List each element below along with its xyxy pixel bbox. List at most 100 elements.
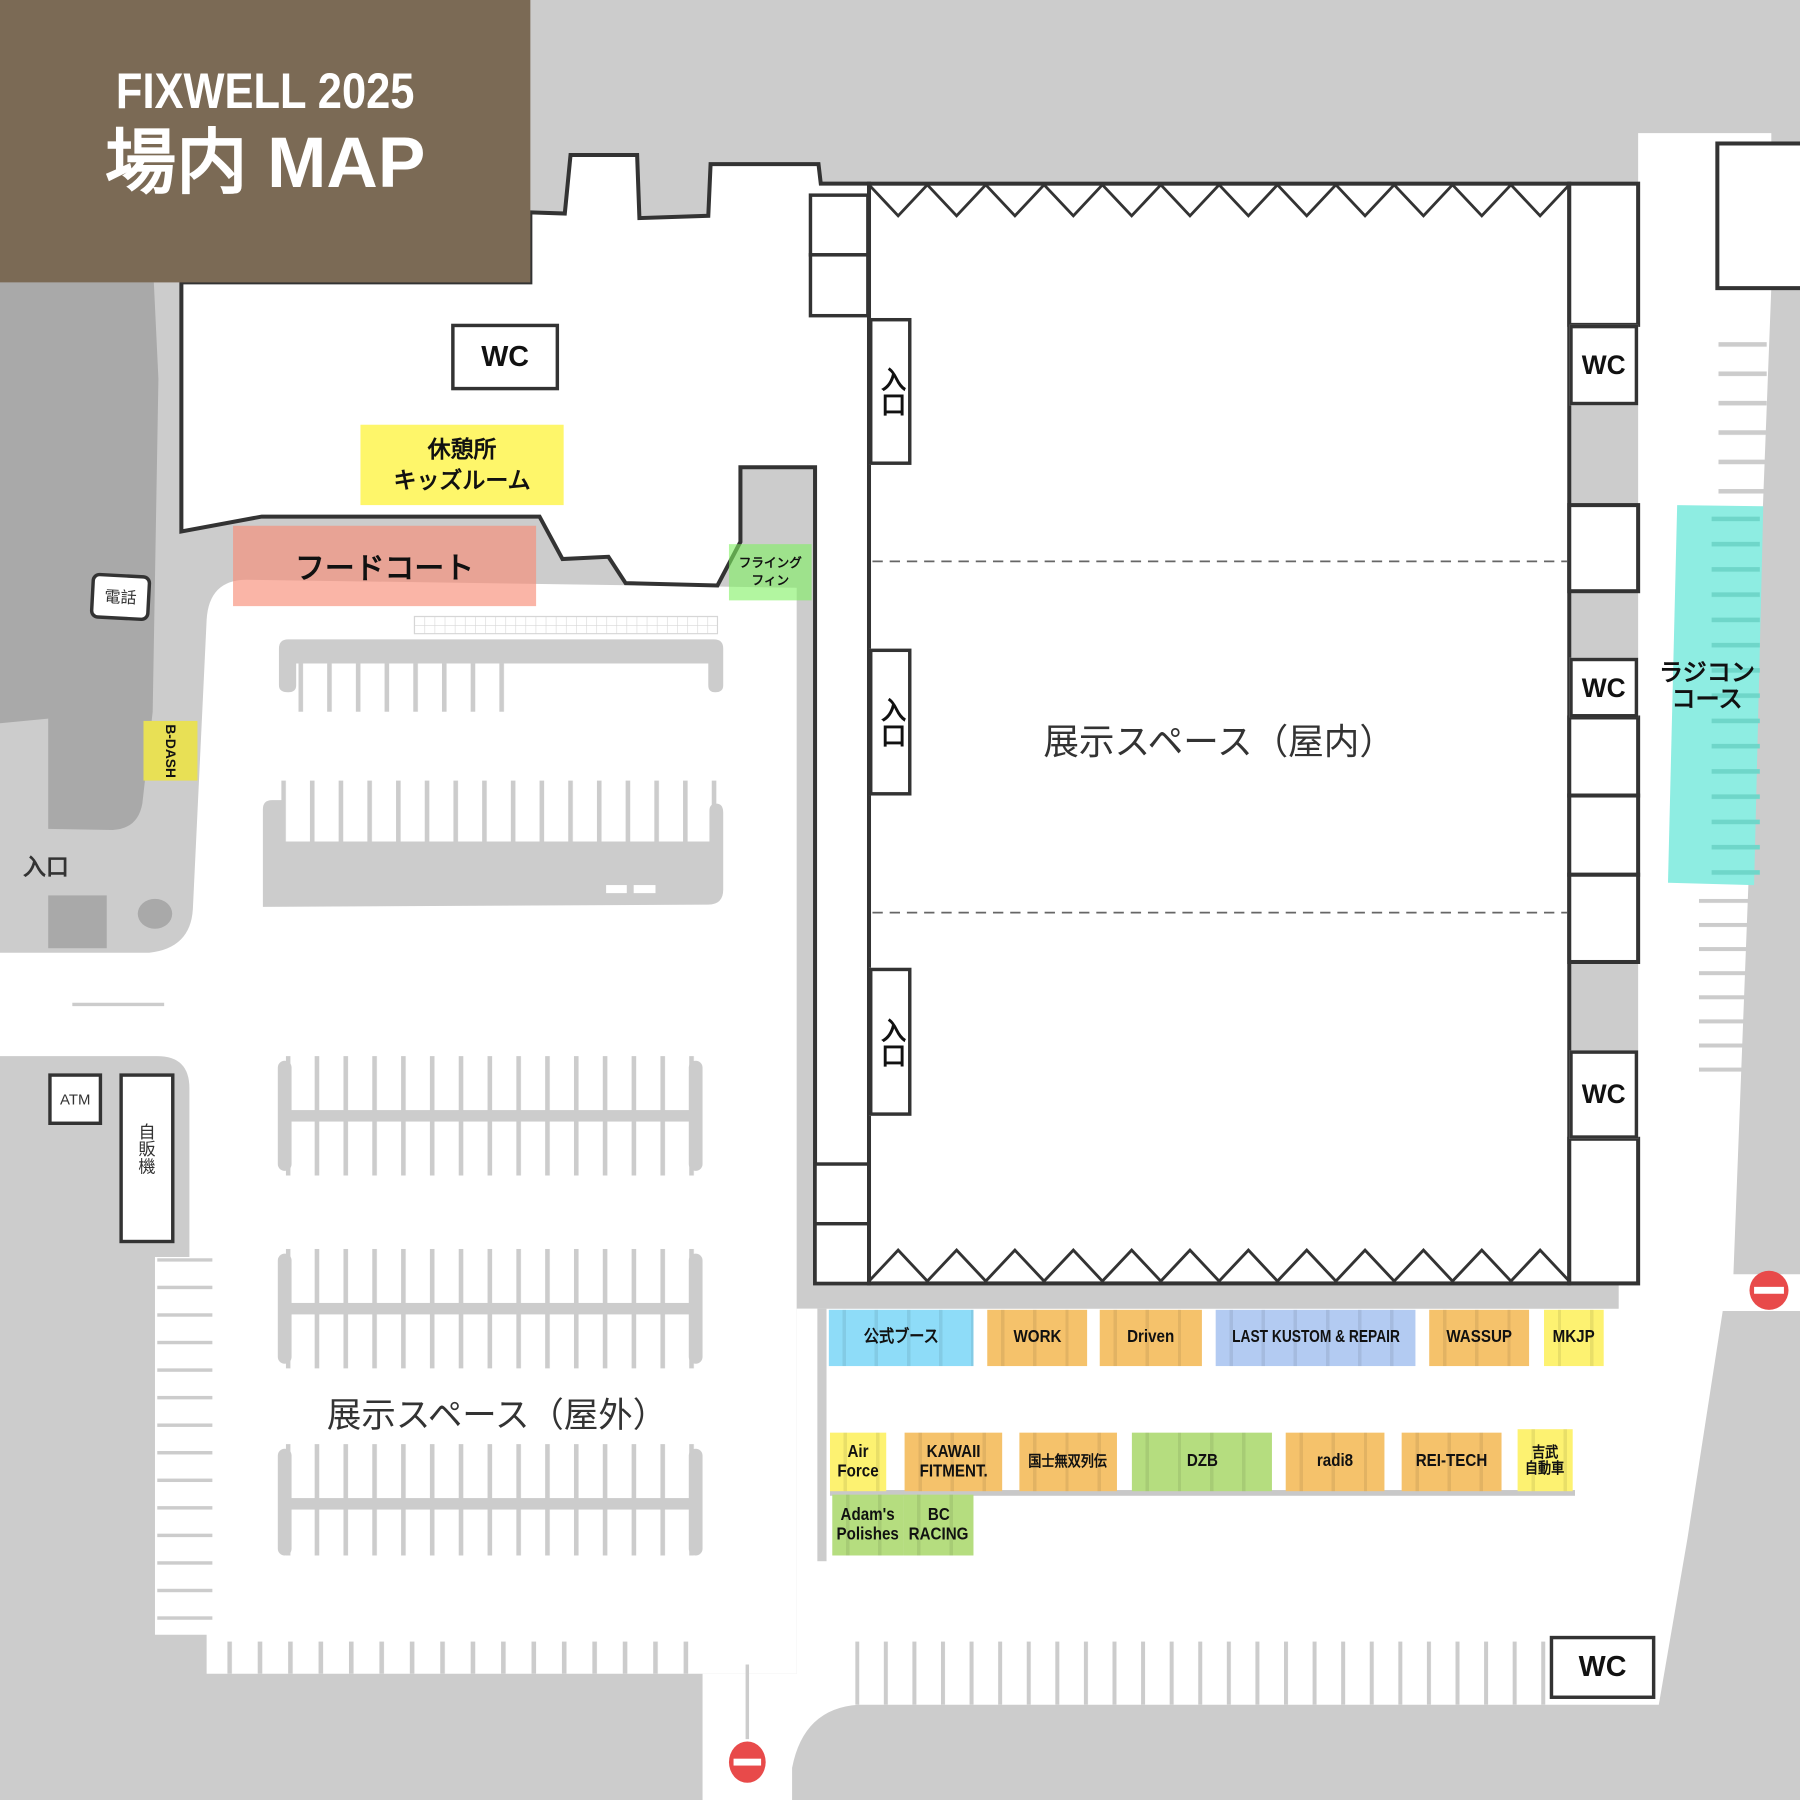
phone-label: 電話 [103,588,138,609]
booth-label: 吉武 [1532,1442,1559,1460]
corridor-room [808,253,870,318]
island-marker [633,885,656,894]
hall-apron [817,1283,1619,1309]
restroom-label: WC [1581,1079,1626,1109]
booth-radi8: radi8 [1285,1432,1385,1492]
hall-entrance-1: 入口 [869,317,912,465]
hall-side-room [1567,872,1641,964]
parking-island-block [262,800,724,907]
hall-restroom-2: WC [1569,657,1639,718]
hall-side-room [1567,793,1641,877]
restroom-building: WC [451,323,560,391]
atm: ATM [48,1073,103,1125]
no-entry-icon [1749,1270,1789,1310]
booth-label: WASSUP [1446,1327,1512,1347]
hall-side-room [1567,715,1641,798]
booth-wassup: WASSUP [1429,1309,1530,1367]
west-round-marker [137,898,173,929]
booth-label: radi8 [1316,1451,1354,1471]
booth-rei-tech: REI-TECH [1401,1432,1502,1492]
restroom-label: WC [1578,1650,1627,1683]
b-dash-label: B-DASH [162,723,179,778]
entrance-label: 入口 [876,366,906,417]
booth-label: Force [837,1460,879,1481]
parking-stalls-row3 [973,1495,1550,1554]
flying-fin-label-1: フライング [738,555,802,571]
booth-label: LAST KUSTOM & REPAIR [1231,1327,1400,1347]
west-square-marker [48,895,107,949]
restroom-label: WC [481,340,530,373]
booth-label: WORK [1013,1327,1062,1347]
hall-side-room [1567,1136,1641,1286]
restroom-label: WC [1581,349,1626,380]
booth-yoshitake-jidosha: 吉武 自動車 [1517,1429,1573,1492]
restroom-label: WC [1581,672,1626,702]
parking-stalls-west [157,1258,213,1626]
entrance-label: 入口 [876,1016,906,1068]
booth-bc-racing: BC RACING [903,1494,974,1556]
booth-official: 公式ブース [828,1309,974,1367]
parking-curb [278,639,724,693]
west-building-block [0,282,159,830]
booth-label: RACING [908,1523,969,1544]
booth-label: 国士無双列伝 [1028,1452,1108,1470]
northeast-building [1715,141,1800,291]
west-entrance: 入口 [11,847,80,881]
booth-label: 自動車 [1525,1459,1565,1477]
parking-island [277,1056,703,1176]
booth-work: WORK [987,1309,1088,1367]
booth-label: Air [847,1441,869,1462]
hall-restroom-3: WC [1569,1050,1639,1139]
hall-restroom-1: WC [1569,324,1639,406]
booth-dzb: DZB [1131,1432,1272,1492]
booth-row-divider [829,1490,1575,1496]
booth-label: 公式ブース [863,1327,939,1347]
no-entry-icon [728,1741,766,1783]
parking-stalls-east [1718,342,1767,494]
booth-label: Adam's [840,1504,895,1525]
booth-label: BC [927,1504,950,1525]
booth-label: MKJP [1552,1327,1595,1347]
lot-divider [817,1308,827,1562]
hall-side-room [1567,503,1641,594]
kids-room-label: キッズルーム [393,466,531,494]
booth-label: DZB [1186,1451,1218,1471]
booth-air-force: Air Force [829,1432,887,1492]
event-title: FIXWELL 2025 [115,63,415,120]
booth-kokushi-musou-retsuden: 国士無双列伝 [1019,1432,1117,1492]
rc-course-markings [1711,516,1760,882]
booth-label: Polishes [836,1523,900,1544]
booth-label: Driven [1127,1327,1175,1347]
outdoor-exhibition-label: 展示スペース（屋外） [326,1395,668,1437]
corridor-room [813,1222,871,1286]
food-court: フードコート [233,525,537,607]
booth-adams-polishes: Adam's Polishes [832,1494,904,1556]
hall-side-room [1567,181,1641,327]
shutter-north [867,182,1571,218]
parking-stalls [298,663,506,712]
flying-fin-booth: フライング フィン [728,544,812,601]
booth-label: KAWAII [926,1441,981,1462]
parking-island [277,1248,703,1369]
booth-label: FITMENT. [919,1460,988,1481]
parking-island [277,1444,703,1556]
corridor-room [808,193,870,257]
facility-building [179,152,872,1286]
booth-driven: Driven [1099,1309,1202,1367]
west-entrance-label: 入口 [22,852,69,880]
parking-stalls-east [1698,898,1749,1074]
vending-machine: 自販機 [119,1073,175,1244]
phone-booth: 電話 [89,572,152,622]
parking-stalls-bottom [227,1641,689,1674]
indoor-exhibition-label: 展示スペース（屋内） [1043,721,1395,763]
shutter-south [867,1248,1571,1284]
atm-label: ATM [59,1090,91,1108]
booth-kawaii-fitment: KAWAII FITMENT. [904,1432,1003,1492]
parking-stalls [281,780,718,844]
parking-stalls-south [855,1641,1548,1705]
restroom-south: WC [1549,1635,1656,1699]
corridor-room [813,1162,871,1226]
booth-last-kustom-repair: LAST KUSTOM & REPAIR [1215,1309,1416,1367]
vending-machine-label: 自販機 [136,1122,157,1175]
